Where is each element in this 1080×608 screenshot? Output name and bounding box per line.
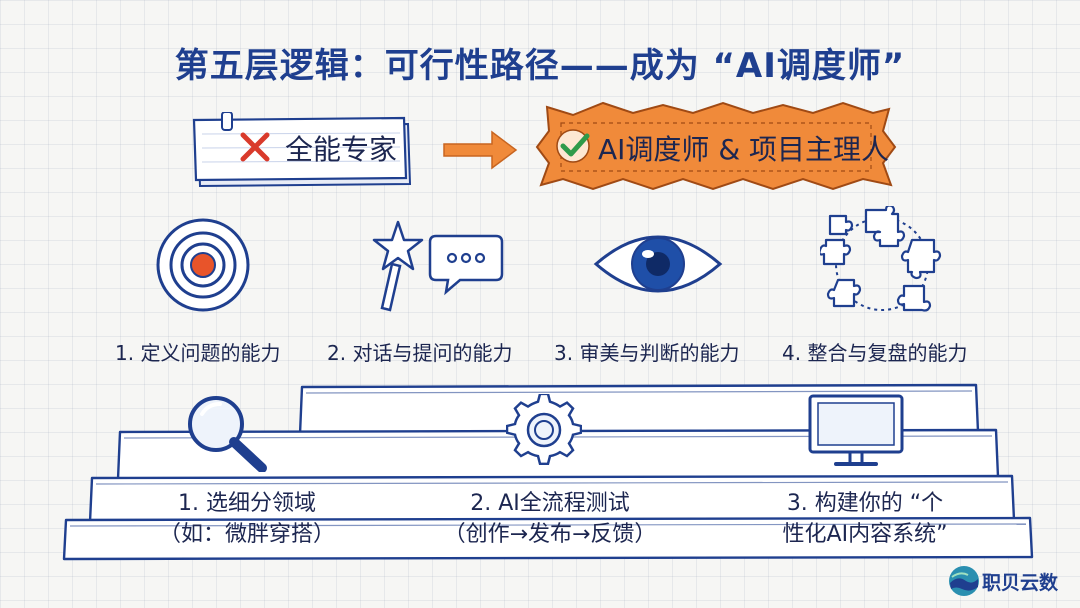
magic-wand-chat-icon <box>372 220 504 312</box>
logo-text: 职贝云数 <box>982 572 1059 594</box>
sticky-note <box>192 112 412 188</box>
check-icon <box>556 129 590 163</box>
step-1-line2: （如：微胖穿搭） <box>158 522 335 547</box>
page-title: 第五层逻辑：可行性路径——成为 “AI调度师” <box>174 46 906 86</box>
brand-logo-icon <box>949 566 979 596</box>
to-label: AI调度师 & 项目主理人 <box>598 133 890 166</box>
target-icon <box>156 218 250 312</box>
step-1-label: 1. 选细分领域 （如：微胖穿搭） <box>152 488 342 550</box>
magnifier-icon <box>188 396 267 472</box>
ability-1-label: 1. 定义问题的能力 <box>115 341 281 365</box>
cross-icon <box>240 132 270 162</box>
step-3-line2: 性化AI内容系统” <box>782 522 948 547</box>
step-3-line1: 3. 构建你的 “个 <box>786 491 944 516</box>
monitor-icon <box>808 394 904 466</box>
step-3-label: 3. 构建你的 “个 性化AI内容系统” <box>760 488 970 550</box>
step-1-line1: 1. 选细分领域 <box>178 491 316 516</box>
ability-2-label: 2. 对话与提问的能力 <box>327 341 513 365</box>
from-label: 全能专家 <box>285 133 398 166</box>
step-2-line2: （创作→发布→反馈） <box>443 522 657 547</box>
ability-4-label: 4. 整合与复盘的能力 <box>782 341 968 365</box>
puzzle-circle-icon <box>820 206 942 312</box>
ability-3-label: 3. 审美与判断的能力 <box>554 341 740 365</box>
arrow-right-icon <box>443 130 518 170</box>
eye-icon <box>593 235 723 293</box>
step-2-label: 2. AI全流程测试 （创作→发布→反馈） <box>430 488 670 550</box>
gear-icon <box>506 394 582 465</box>
step-2-line1: 2. AI全流程测试 <box>470 491 630 516</box>
